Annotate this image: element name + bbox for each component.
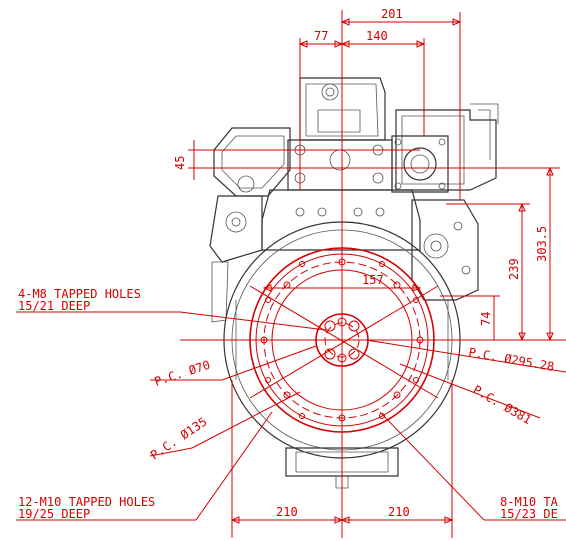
dim-210-left: 210 [276, 505, 298, 519]
dim-201: 201 [381, 7, 403, 21]
engine-outline [209, 77, 499, 489]
dimension-lines [188, 12, 560, 538]
callout-m10-8-depth: 15/23 DE [500, 507, 558, 521]
callout-m10-12-depth: 19/25 DEEP [18, 507, 90, 521]
leader-lines [16, 311, 566, 521]
dim-77: 77 [314, 29, 328, 43]
dim-45: 45 [173, 156, 187, 170]
dim-210-right: 210 [388, 505, 410, 519]
dim-239: 239 [507, 258, 521, 280]
label-pc381: P.C. Ø381 [471, 382, 534, 427]
callout-m8-depth: 15/21 DEEP [18, 299, 90, 313]
dim-157: 157 [362, 273, 384, 287]
label-pc135: P.C. Ø135 [148, 415, 210, 463]
label-pc70: P.C. Ø70 [153, 358, 212, 389]
callout-m8-holes: 4-M8 TAPPED HOLES [18, 287, 141, 301]
label-pc295: P.C. Ø295.28 [467, 345, 555, 374]
dim-74: 74 [479, 312, 493, 326]
dim-140: 140 [366, 29, 388, 43]
callout-m10-12-holes: 12-M10 TAPPED HOLES [18, 495, 155, 509]
dim-303-5: 303.5 [535, 226, 549, 262]
callout-m10-8-holes: 8-M10 TA [500, 495, 559, 509]
center-lines [180, 10, 566, 538]
